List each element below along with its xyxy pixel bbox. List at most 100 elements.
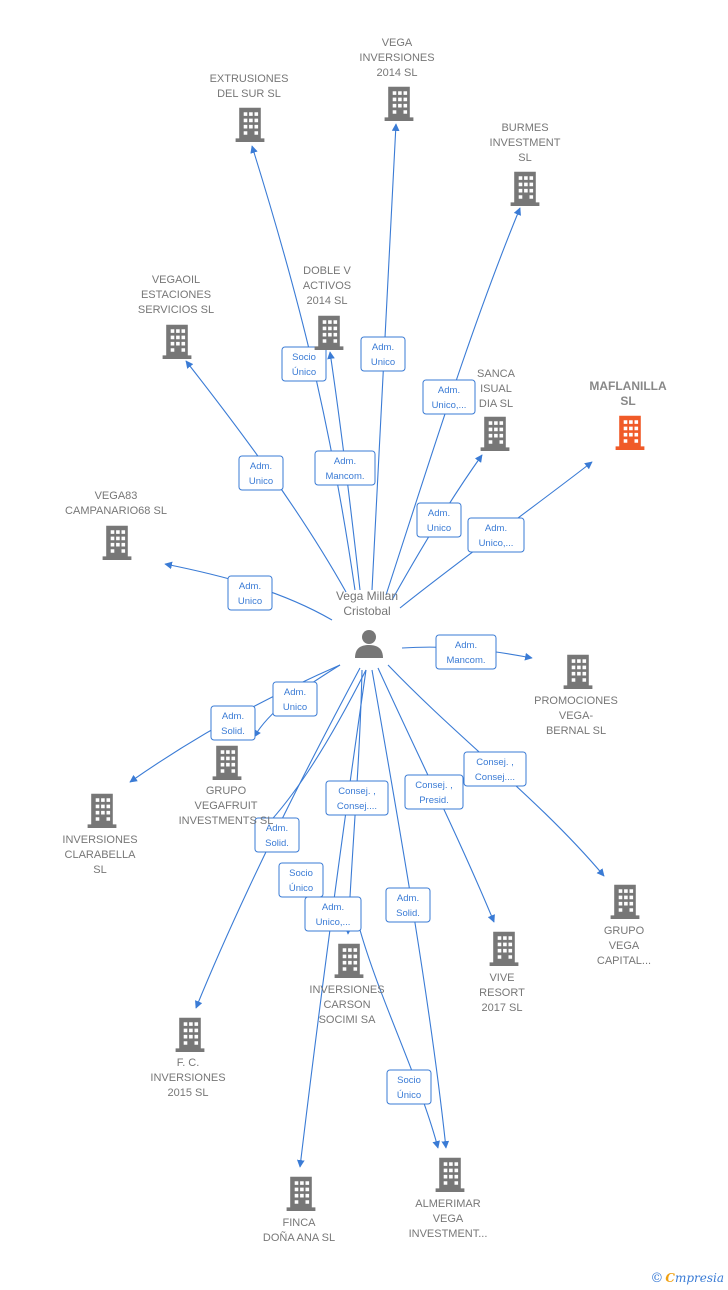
relation-text: Socio	[397, 1075, 421, 1086]
relation-label[interactable]: Consej. , Consej....	[463, 751, 527, 787]
company-label: INVESTMENT	[490, 137, 561, 149]
company-label: SL	[620, 394, 635, 408]
relation-label[interactable]: Adm.Unico	[238, 455, 284, 491]
relation-text: Presid.	[419, 795, 449, 806]
relation-text: Mancom.	[446, 655, 485, 666]
building-icon	[480, 416, 510, 451]
company-label: MAFLANILLA	[589, 379, 667, 393]
relation-text: Adm.	[397, 893, 419, 904]
relation-edge	[265, 669, 367, 827]
relation-text: Único	[397, 1090, 421, 1101]
relation-label[interactable]: Adm. Unico	[272, 681, 318, 717]
company-label: VIVE	[489, 972, 514, 984]
relation-label[interactable]: Consej. ,Consej....	[325, 780, 389, 816]
relation-box	[325, 780, 389, 816]
building-icon	[489, 931, 519, 966]
company-node-almerimar[interactable]: ALMERIMARVEGAINVESTMENT...	[409, 1157, 488, 1240]
company-label: SL	[93, 864, 106, 876]
person-node[interactable]: Vega Millan Cristobal	[336, 589, 398, 658]
company-label: DEL SUR SL	[217, 88, 281, 100]
company-label: VEGA-	[559, 710, 594, 722]
relation-text: Adm.	[428, 508, 450, 519]
company-label: DOBLE V	[303, 265, 351, 277]
company-label: SOCIMI SA	[319, 1014, 377, 1026]
relation-text: Unico	[283, 702, 307, 713]
company-label: INVERSIONES	[309, 984, 384, 996]
company-label: 2015 SL	[168, 1087, 209, 1099]
relation-text: Adm.	[266, 823, 288, 834]
company-label: VEGA	[382, 37, 413, 49]
company-label: ISUAL	[480, 383, 512, 395]
relation-label[interactable]: Adm.Mancom.	[435, 634, 497, 670]
building-icon	[87, 793, 117, 828]
relation-label[interactable]: Adm.Unico,...	[422, 379, 476, 415]
relation-text: Único	[289, 883, 313, 894]
relation-box	[304, 896, 362, 932]
relation-label[interactable]: Adm.Unico	[360, 336, 406, 372]
relation-label[interactable]: Adm. Unico,...	[467, 517, 525, 553]
company-label: SL	[518, 152, 531, 164]
relation-label[interactable]: Adm.Solid.	[254, 817, 300, 853]
relation-label[interactable]: Adm.Mancom.	[314, 450, 376, 486]
company-node-grupo-vega-capital[interactable]: GRUPOVEGACAPITAL...	[597, 884, 651, 967]
relation-text: Consej. ,	[338, 786, 376, 797]
building-icon	[314, 315, 344, 350]
company-label: 2014 SL	[377, 67, 418, 79]
company-label: BURMES	[501, 122, 548, 134]
relation-box	[254, 817, 300, 853]
building-icon	[286, 1176, 316, 1211]
company-node-burmes[interactable]: BURMES INVESTMENT SL	[490, 122, 561, 206]
relation-label[interactable]: Adm.Unico	[227, 575, 273, 611]
relation-label[interactable]: Adm.Unico,...	[304, 896, 362, 932]
company-label: F. C.	[177, 1057, 200, 1069]
company-label: INVERSIONES	[150, 1072, 225, 1084]
company-node-fc-inversiones[interactable]: F. C. INVERSIONES 2015 SL	[150, 1017, 226, 1099]
company-label: CAMPANARIO68 SL	[65, 505, 167, 517]
relation-text: Unico,...	[479, 538, 514, 549]
relation-label[interactable]: Adm.Solid.	[210, 705, 256, 741]
relation-box	[467, 517, 525, 553]
relation-label[interactable]: Consej. , Presid.	[404, 774, 464, 810]
relation-text: Solid.	[221, 726, 245, 737]
footer-brand: ©Cmpresia	[650, 1271, 724, 1286]
relation-text: Consej. ,	[476, 757, 514, 768]
relation-text: Solid.	[396, 908, 420, 919]
relation-text: Adm.	[438, 385, 460, 396]
building-icon	[610, 884, 640, 919]
relation-text: Consej....	[475, 772, 515, 783]
company-label: VEGAOIL	[152, 274, 200, 286]
company-label: 2017 SL	[482, 1002, 523, 1014]
relation-text: Adm.	[485, 523, 507, 534]
relation-label[interactable]: Adm. Solid.	[385, 887, 431, 923]
company-label: ACTIVOS	[303, 280, 351, 292]
relation-box	[463, 751, 527, 787]
building-icon	[435, 1157, 465, 1192]
relation-box	[422, 379, 476, 415]
relation-label[interactable]: Adm.Unico	[416, 502, 462, 538]
company-label: VEGAFRUIT	[195, 800, 258, 812]
building-icon	[102, 525, 132, 560]
relation-box	[227, 575, 273, 611]
relation-text: Adm.	[284, 687, 306, 698]
relation-text: Consej. ,	[415, 780, 453, 791]
relation-box	[278, 862, 324, 898]
building-icon	[162, 324, 192, 359]
relation-text: Único	[292, 367, 316, 378]
relation-text: Adm.	[239, 581, 261, 592]
